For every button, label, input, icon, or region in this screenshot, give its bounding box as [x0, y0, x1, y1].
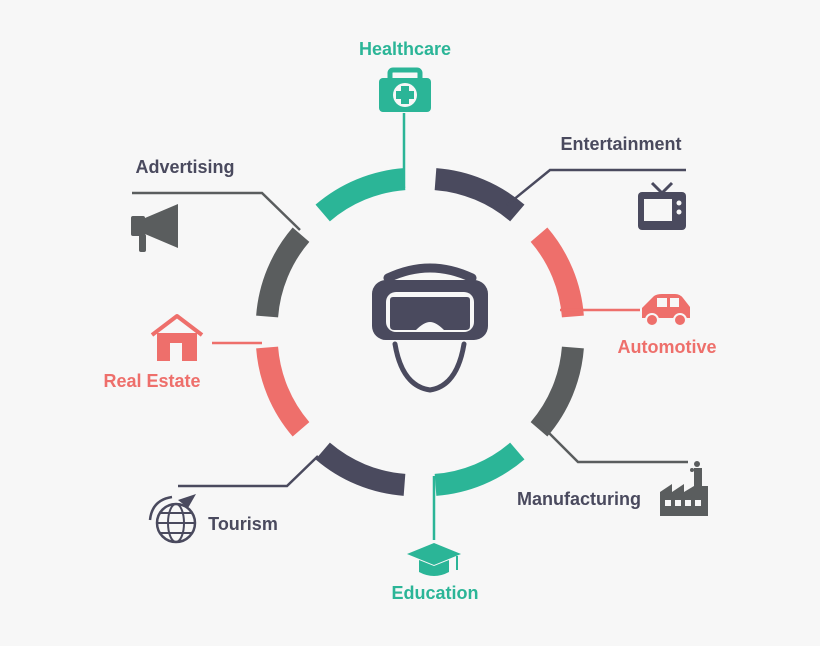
arc-real-estate [256, 346, 310, 437]
label-healthcare: Healthcare [359, 39, 451, 59]
label-education: Education [391, 583, 478, 603]
arc-manufacturing [530, 346, 584, 437]
factory-icon [660, 461, 708, 516]
connectors [132, 113, 688, 540]
connector-manufacturing [535, 419, 688, 464]
label-advertising: Advertising [135, 157, 234, 177]
megaphone-icon [131, 204, 178, 252]
label-manufacturing: Manufacturing [517, 489, 641, 509]
globe-plane-icon [148, 494, 197, 544]
house-icon [150, 314, 204, 361]
label-tourism: Tourism [208, 514, 278, 534]
label-real-estate: Real Estate [103, 371, 200, 391]
vr-headset-icon [372, 263, 488, 393]
arc-advertising [256, 227, 310, 318]
graduation-cap-icon [407, 543, 461, 576]
arc-entertainment [434, 168, 525, 222]
arc-tourism [315, 442, 406, 496]
connector-advertising [132, 191, 301, 231]
arc-education [434, 442, 525, 496]
label-automotive: Automotive [618, 337, 717, 357]
television-icon [638, 181, 686, 230]
car-icon [642, 294, 690, 327]
ring [256, 168, 584, 496]
arc-automotive [530, 227, 584, 318]
label-entertainment: Entertainment [560, 134, 681, 154]
connector-tourism [178, 455, 319, 488]
connector-entertainment [506, 168, 686, 206]
arc-healthcare [315, 168, 406, 222]
first-aid-kit-icon [379, 67, 431, 112]
